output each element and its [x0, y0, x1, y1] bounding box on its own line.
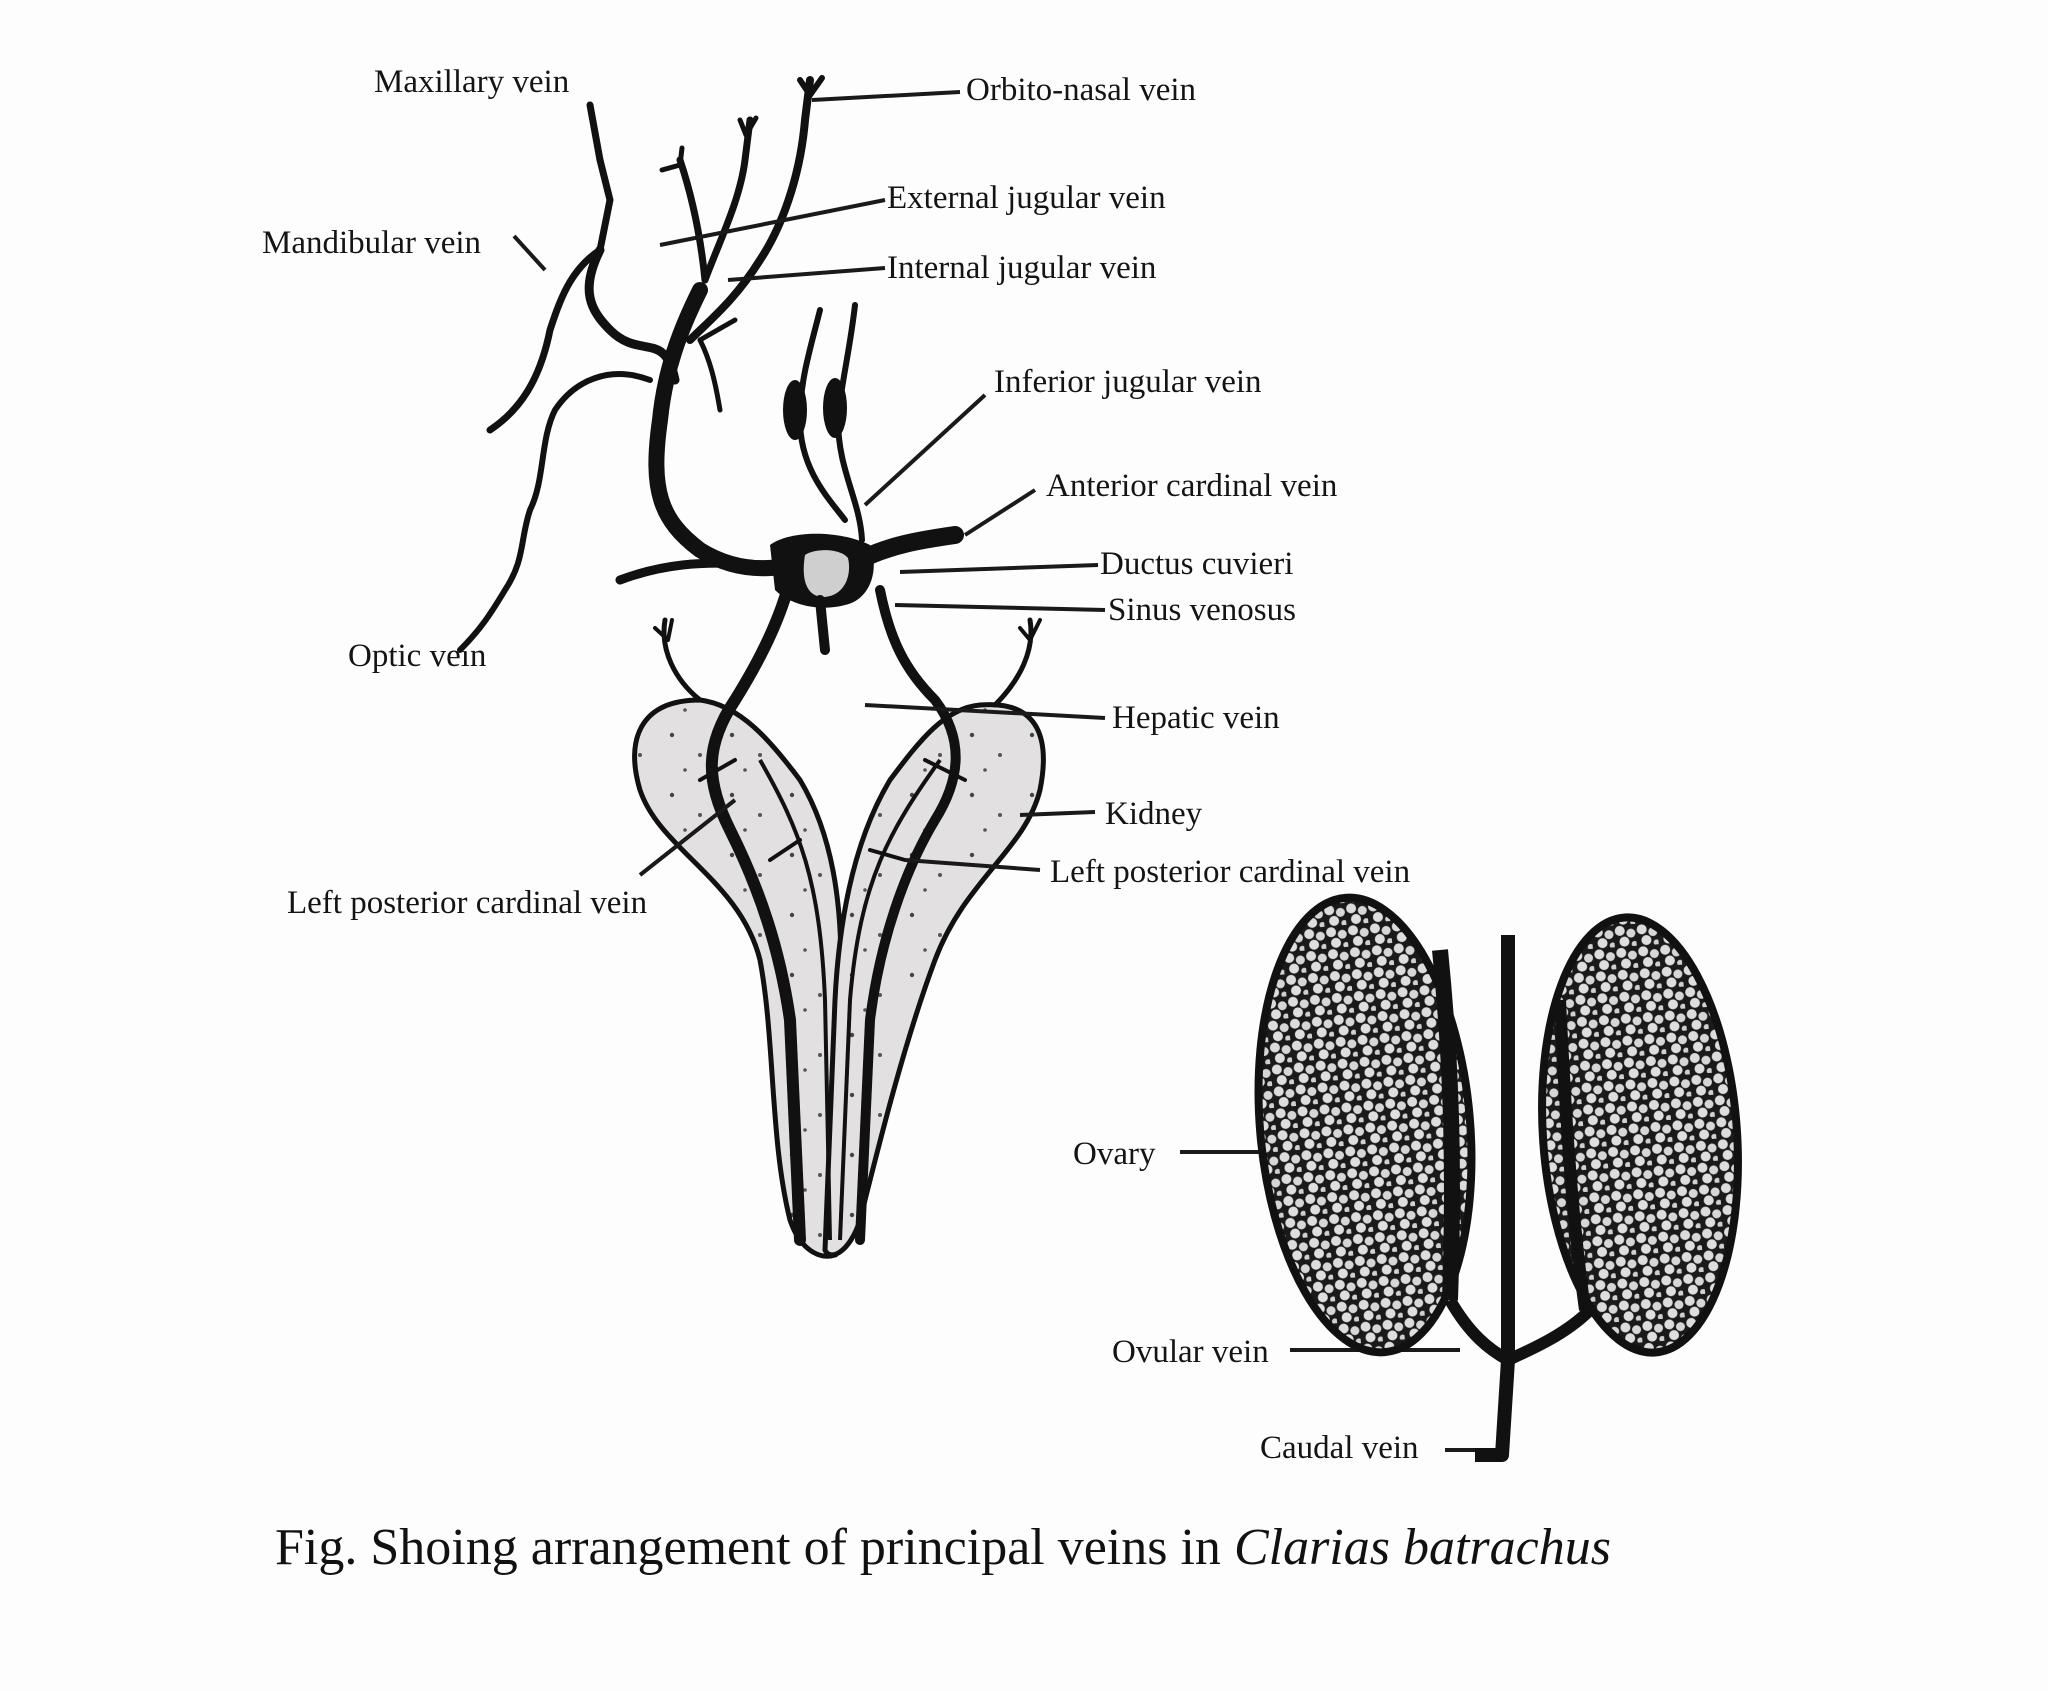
label-mandibular-vein: Mandibular vein: [262, 225, 482, 261]
ovary-right: [1538, 913, 1742, 1357]
label-sinus-venosus: Sinus venosus: [1108, 592, 1296, 628]
sinus-venosus-mass: [770, 533, 874, 655]
label-anterior-cardinal-vein: Anterior cardinal vein: [1046, 468, 1338, 504]
label-caudal-vein: Caudal vein: [1260, 1430, 1419, 1466]
label-ovary: Ovary: [1073, 1136, 1156, 1172]
kidney-left-lobe: [632, 697, 844, 1259]
label-hepatic-vein: Hepatic vein: [1112, 700, 1280, 736]
label-inferior-jugular-vein: Inferior jugular vein: [994, 364, 1262, 400]
label-orbito-nasal-vein: Orbito-nasal vein: [966, 72, 1197, 108]
ovary-left: [1254, 893, 1476, 1357]
figure-caption: Fig. Shoing arrangement of principal vei…: [275, 1518, 1611, 1577]
label-internal-jugular-vein: Internal jugular vein: [887, 250, 1157, 286]
leader-lines: [512, 90, 1505, 1452]
label-left-posterior-cardinal-vein-left: Left posterior cardinal vein: [287, 885, 648, 921]
kidney: [632, 697, 1046, 1259]
ovary-diagram: [1254, 893, 1742, 1462]
label-left-posterior-cardinal-vein-right: Left posterior cardinal vein: [1050, 854, 1411, 890]
label-external-jugular-vein: External jugular vein: [887, 180, 1166, 216]
label-optic-vein: Optic vein: [348, 638, 487, 674]
kidney-right-lobe: [822, 702, 1046, 1258]
caption-text: Fig. Shoing arrangement of principal vei…: [275, 1519, 1221, 1576]
label-ovular-vein: Ovular vein: [1112, 1334, 1269, 1370]
label-maxillary-vein: Maxillary vein: [374, 64, 570, 100]
label-kidney: Kidney: [1105, 796, 1203, 832]
caption-species-name: Clarias batrachus: [1233, 1519, 1611, 1576]
label-ductus-cuvieri: Ductus cuvieri: [1100, 546, 1294, 582]
vein-network: [457, 75, 1042, 1246]
